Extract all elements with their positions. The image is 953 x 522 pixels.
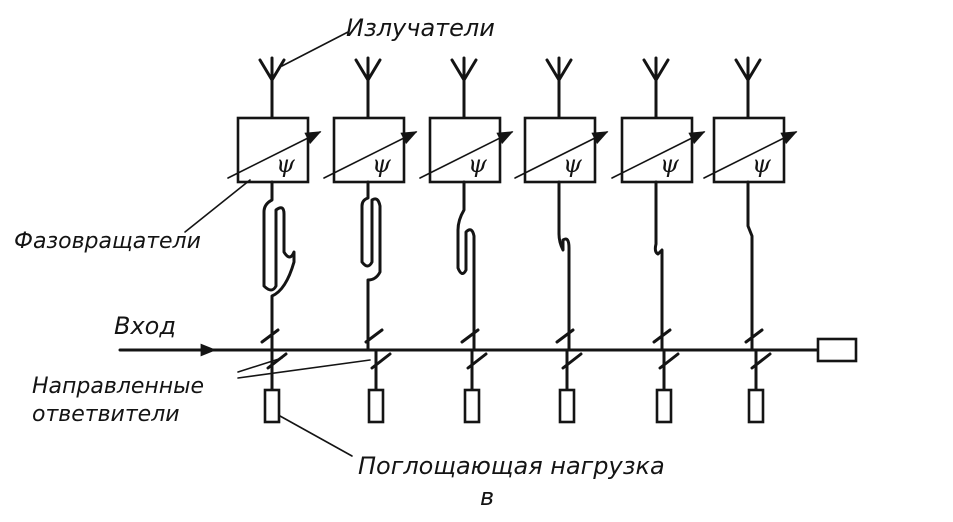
absorbing-load [747,388,765,424]
absorbing-load-label: Поглощающая нагрузка [358,452,665,480]
phase-symbol: ψ [752,150,772,178]
channel-2: ψ [323,56,418,424]
phase-symbol: ψ [660,150,680,178]
couplers-leader-1 [237,357,283,373]
channel-4: ψ [514,56,609,424]
absorbing-load [558,388,576,424]
figure-caption: в [480,483,494,511]
couplers-label-line2: ответвители [32,402,180,427]
phase-adjust-arrow-icon [419,131,514,179]
delay-line [360,180,382,352]
delay-line [746,180,754,352]
phase-adjust-arrow-icon [323,131,418,179]
phase-shifters-label: Фазовращатели [14,229,201,254]
phase-adjust-arrow-icon [611,131,706,179]
radiators-leader [281,31,349,67]
channel-1: ψ [227,56,322,424]
channel-3: ψ [419,56,514,424]
antenna-icon [734,56,762,120]
delay-line [262,180,296,352]
load-leader [279,415,353,457]
phase-adjust-arrow-icon [514,131,609,179]
phase-shifters-leader [184,179,251,233]
delay-line [653,180,664,352]
couplers-label-line1: Направленные [32,374,204,399]
phase-symbol: ψ [372,150,392,178]
antenna-icon [545,56,573,120]
phase-adjust-arrow-icon [703,131,798,179]
antenna-icon [642,56,670,120]
channel-5: ψ [611,56,706,424]
input-label: Вход [114,312,176,340]
antenna-icon [354,56,382,120]
phase-shifter-box [236,116,310,184]
phase-shifter-box [712,116,786,184]
radiators-label: Излучатели [346,14,495,42]
absorbing-load [463,388,481,424]
absorbing-load [367,388,385,424]
antenna-icon [450,56,478,120]
phase-symbol: ψ [563,150,583,178]
terminal-load [816,337,858,363]
phase-shifter-box [523,116,597,184]
absorbing-load [263,388,281,424]
phase-shifter-box [332,116,406,184]
channel-6: ψ [703,56,798,424]
delay-line [456,180,476,352]
phase-adjust-arrow-icon [227,131,322,179]
absorbing-load [655,388,673,424]
couplers-leader-2 [237,359,371,379]
phase-symbol: ψ [468,150,488,178]
phase-shifter-box [620,116,694,184]
phase-symbol: ψ [276,150,296,178]
antenna-icon [258,56,286,120]
delay-line [557,180,571,352]
phase-shifter-box [428,116,502,184]
